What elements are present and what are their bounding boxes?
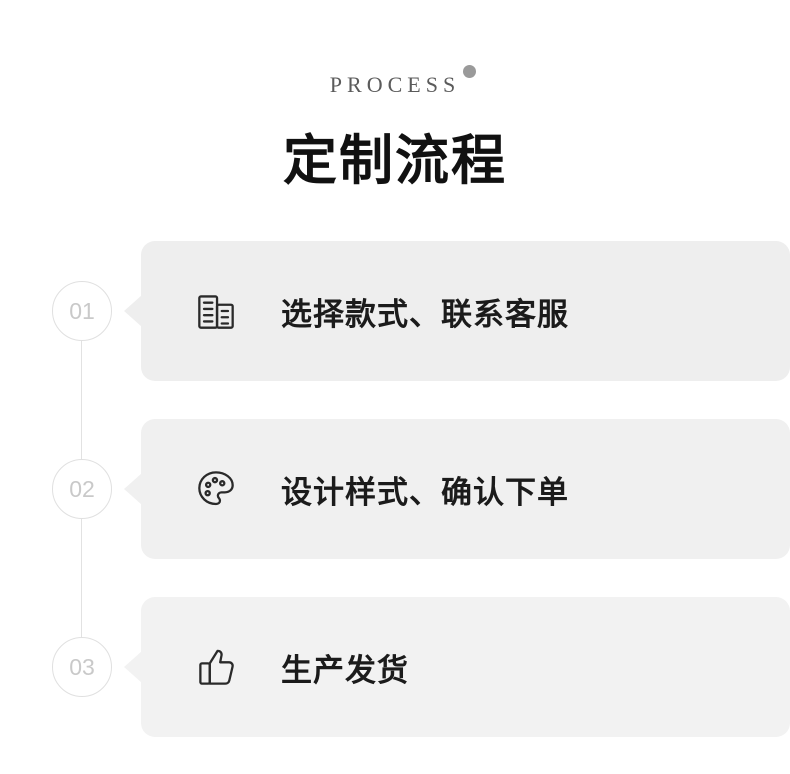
step-label: 设计样式、确认下单: [281, 474, 569, 510]
step-card: 设计样式、确认下单: [124, 419, 790, 559]
dot-icon: [463, 65, 477, 78]
step-number-badge: 02: [52, 459, 112, 519]
palette-icon: [187, 460, 245, 518]
step-number-badge: 01: [52, 281, 112, 341]
thumbs-up-icon: [187, 638, 245, 696]
building-icon: [187, 282, 245, 340]
page-title: 定制流程: [283, 131, 507, 191]
step-label: 生产发货: [281, 652, 409, 688]
arrow-left-icon: [124, 473, 142, 505]
step-label: 选择款式、联系客服: [281, 296, 569, 332]
step-card: 生产发货: [124, 597, 790, 737]
header: PROCESS 定制流程: [0, 0, 790, 195]
list-item: 03 生产发货: [52, 597, 790, 737]
arrow-left-icon: [124, 651, 142, 683]
eyebrow-wrap: PROCESS: [329, 65, 477, 98]
step-number-badge: 03: [52, 637, 112, 697]
step-card-wrap: 选择款式、联系客服: [124, 241, 790, 381]
eyebrow-text: PROCESS: [329, 72, 461, 97]
step-card: 选择款式、联系客服: [124, 241, 790, 381]
step-card-wrap: 设计样式、确认下单: [124, 419, 790, 559]
step-card-wrap: 生产发货: [124, 597, 790, 737]
step-list: 01: [0, 241, 790, 737]
list-item: 02 设计样式、确认下单: [52, 419, 790, 559]
list-item: 01: [52, 241, 790, 381]
arrow-left-icon: [124, 295, 142, 327]
